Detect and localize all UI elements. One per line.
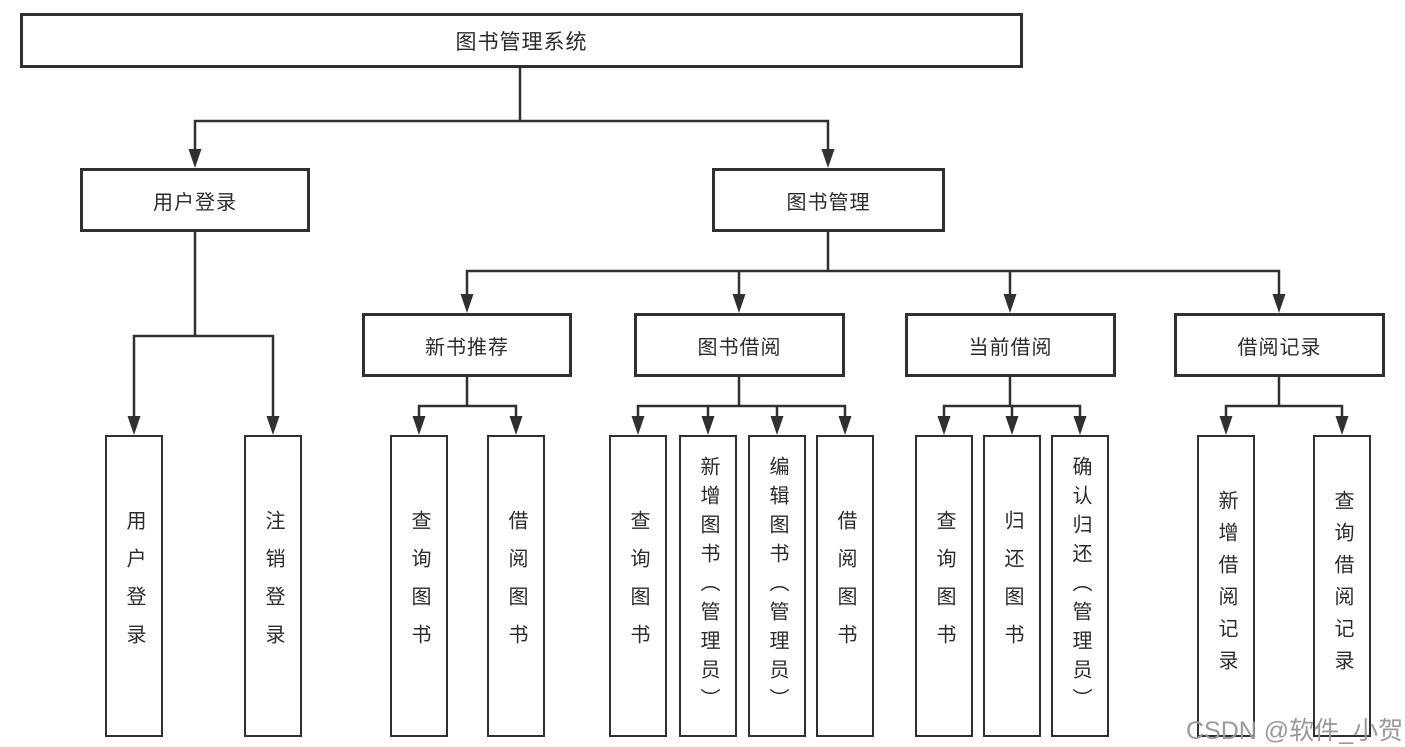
node-current-borrow: 当前借阅 (905, 313, 1116, 377)
connector-book-management-children (465, 232, 1281, 300)
arrowhead (1073, 416, 1087, 435)
leaf-query-borrow-record: 查询借阅记录 (1313, 435, 1371, 737)
arrowhead (188, 149, 202, 168)
arrowhead (460, 294, 474, 313)
connector-new-book-children (417, 377, 518, 421)
connector-user-login-children (132, 232, 275, 420)
node-new-book-recommend: 新书推荐 (362, 313, 572, 377)
leaf-query-books-1: 查询图书 (390, 435, 448, 737)
arrowhead (509, 416, 523, 435)
arrowhead (1219, 416, 1233, 435)
arrowhead (838, 416, 852, 435)
node-borrow-records: 借阅记录 (1174, 313, 1385, 377)
leaf-add-books-admin: 新增图书（管理员） (679, 435, 737, 737)
node-book-management: 图书管理 (712, 168, 945, 232)
arrowhead (1335, 416, 1349, 435)
node-label: 用户登录 (123, 510, 145, 662)
node-book-borrow: 图书借阅 (634, 313, 845, 377)
arrowhead (1005, 416, 1019, 435)
arrowhead (1272, 294, 1286, 313)
node-label: 查询图书 (933, 510, 955, 662)
arrowhead (631, 416, 645, 435)
arrowhead (701, 416, 715, 435)
node-label: 借阅记录 (1237, 336, 1322, 359)
arrowhead (770, 416, 784, 435)
node-label: 借阅图书 (505, 510, 527, 662)
csdn-watermark: CSDN @软件_小贺同学 (1186, 717, 1405, 745)
node-user-login: 用户登录 (80, 168, 310, 232)
leaf-query-books-2: 查询图书 (609, 435, 667, 737)
leaf-return-books: 归还图书 (983, 435, 1041, 737)
connector-root-to-level2 (193, 68, 830, 153)
connector-borrow-records-children (1224, 377, 1344, 421)
node-label: 新增图书（管理员） (697, 455, 719, 717)
node-label: 图书管理系统 (455, 30, 588, 54)
node-label: 用户登录 (153, 191, 237, 214)
leaf-logout: 注销登录 (244, 435, 302, 737)
leaf-borrow-books-2: 借阅图书 (816, 435, 874, 737)
arrowhead (412, 416, 426, 435)
arrowhead (732, 294, 746, 313)
arrowhead (937, 416, 951, 435)
leaf-user-login: 用户登录 (105, 435, 163, 737)
connector-book-borrow-children (636, 377, 847, 421)
arrowhead (1003, 294, 1017, 313)
node-label: 图书借阅 (697, 336, 782, 359)
node-label: 查询图书 (408, 510, 430, 662)
arrowhead (821, 149, 835, 168)
node-label: 注销登录 (262, 510, 284, 662)
arrowhead (266, 416, 280, 435)
leaf-add-borrow-record: 新增借阅记录 (1197, 435, 1255, 737)
node-label: 当前借阅 (968, 336, 1053, 359)
node-label: 新书推荐 (425, 336, 509, 359)
leaf-confirm-return-admin: 确认归还（管理员） (1051, 435, 1109, 737)
node-library-management-system: 图书管理系统 (20, 13, 1023, 68)
node-label: 新增借阅记录 (1215, 490, 1237, 682)
arrowhead (127, 416, 141, 435)
node-label: 图书管理 (786, 191, 871, 214)
leaf-borrow-books-1: 借阅图书 (487, 435, 545, 737)
node-label: 确认归还（管理员） (1069, 455, 1091, 717)
node-label: 借阅图书 (834, 510, 856, 662)
node-label: 查询图书 (627, 510, 649, 662)
connector-current-borrow-children (942, 377, 1082, 421)
node-label: 编辑图书（管理员） (766, 455, 788, 717)
node-label: 归还图书 (1001, 510, 1023, 662)
node-label: 查询借阅记录 (1331, 490, 1353, 682)
leaf-query-books-3: 查询图书 (915, 435, 973, 737)
leaf-edit-books-admin: 编辑图书（管理员） (748, 435, 806, 737)
